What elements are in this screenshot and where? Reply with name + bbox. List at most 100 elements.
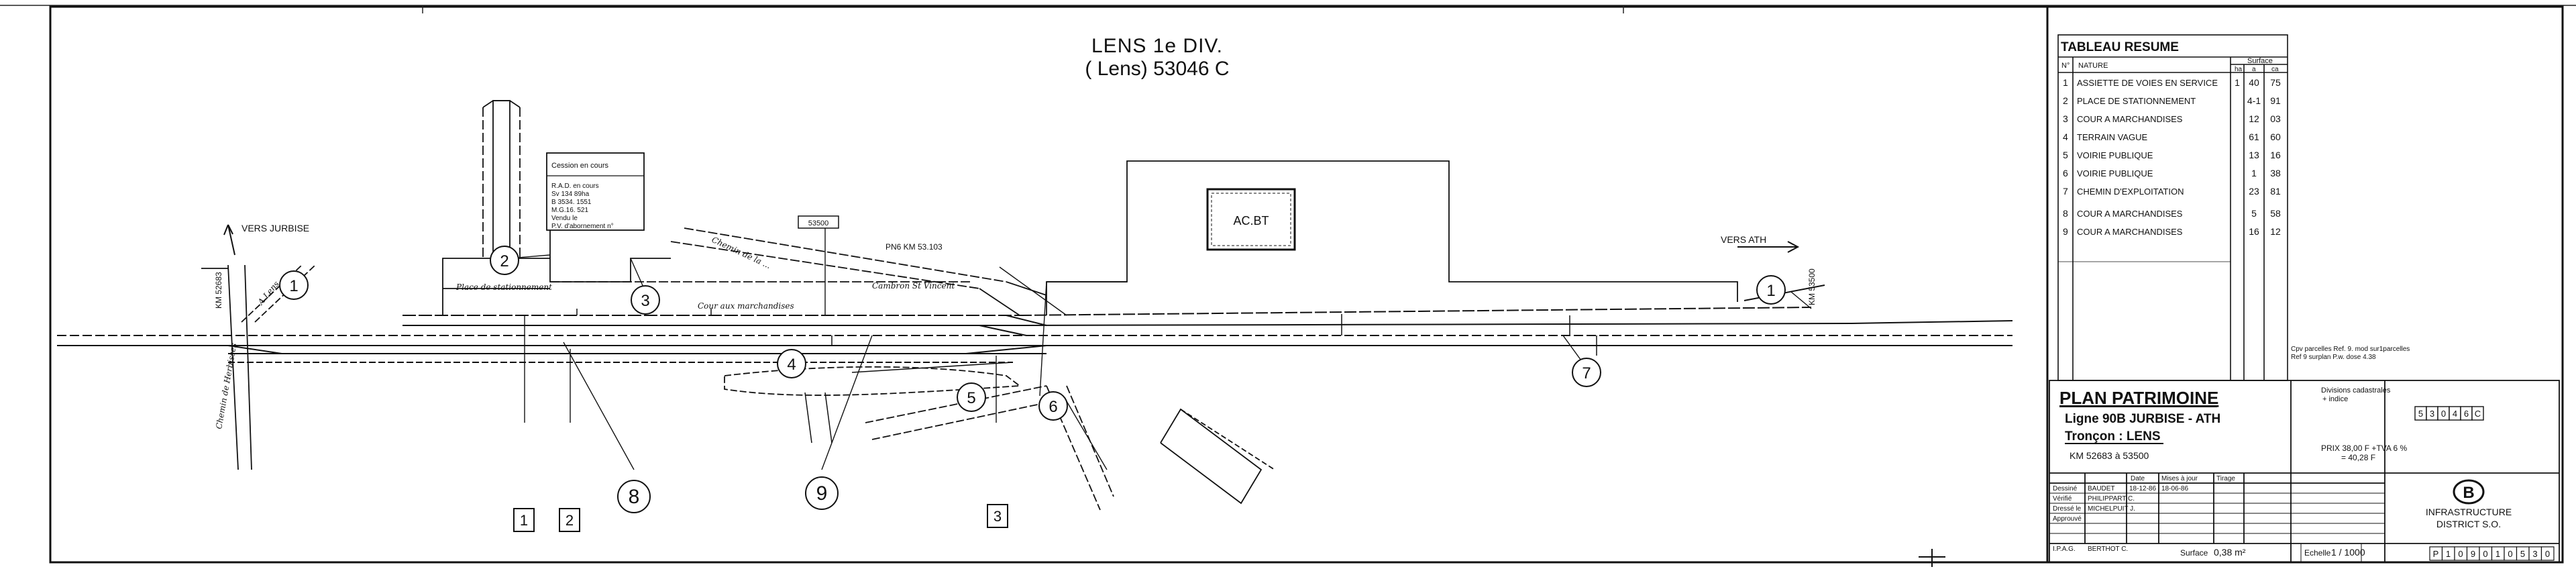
cartouche-prix: PRIX 38,00 F +TVA 6 % [2321, 444, 2408, 453]
direction-left: VERS JURBISE [241, 223, 309, 233]
code-box-char: 4 [2453, 409, 2457, 419]
cartouche-role: I.P.A.G. [2053, 546, 2076, 553]
cartouche-div-label: Divisions cadastrales [2321, 386, 2391, 395]
summary-cell-a: 61 [2249, 132, 2259, 142]
cartouche-km: KM 52683 à 53500 [2070, 450, 2149, 461]
infrabel-logo: B [2453, 479, 2485, 505]
marker-box-1: 1 [520, 512, 528, 529]
marker-circle-5: 5 [967, 389, 975, 407]
summary-note-2: Ref 9 surplan P.w. dose 4.38 [2291, 354, 2376, 361]
summary-col-a: a [2252, 66, 2256, 73]
summary-title: TABLEAU RESUME [2061, 40, 2179, 54]
summary-cell-ha: 1 [2235, 77, 2240, 88]
summary-col-ha: ha [2235, 66, 2243, 73]
cartouche-frame [2049, 380, 2560, 563]
cartouche-ligne: Ligne 90B JURBISE - ATH [2065, 412, 2220, 426]
summary-cell-a: 4-1 [2247, 95, 2261, 106]
voirie-roads [865, 385, 1114, 511]
summary-cell-ca: 91 [2270, 95, 2281, 106]
summary-cell-no: 4 [2063, 132, 2068, 142]
cartouche-role: Vérifié [2053, 495, 2072, 503]
summary-cell-no: 7 [2063, 186, 2068, 197]
summary-col-surface: Surface [2247, 57, 2273, 65]
acbt-building [1206, 188, 1296, 251]
cartouche-name: BAUDET [2088, 485, 2115, 492]
summary-cell-nature: TERRAIN VAGUE [2077, 132, 2148, 142]
plan-area [57, 100, 2013, 511]
box-53500: 53500 [808, 219, 829, 227]
pn-label: PN6 KM 53.103 [885, 242, 943, 252]
sheet-border [49, 5, 2564, 564]
summary-cell-no: 9 [2063, 226, 2068, 237]
summary-cell-nature: CHEMIN D'EXPLOITATION [2077, 187, 2184, 197]
summary-col-no: N° [2061, 62, 2070, 70]
summary-cell-ca: 03 [2270, 113, 2281, 124]
summary-cell-no: 5 [2063, 150, 2068, 160]
info-line: R.A.D. en cours [551, 183, 599, 190]
summary-cell-nature: COUR A MARCHANDISES [2077, 114, 2183, 124]
km-left: KM 52683 [214, 272, 223, 309]
echelle-label: Echelle [2304, 548, 2331, 558]
cartouche-role: Dessiné [2053, 485, 2078, 492]
cartouche-plan-title: PLAN PATRIMOINE [2059, 388, 2218, 408]
cartouche-div-sub: + indice [2322, 395, 2348, 403]
boxed-markers: 1 2 3 [513, 504, 1008, 532]
summary-cell-ca: 58 [2270, 208, 2281, 219]
marker-circle-3: 3 [641, 292, 649, 310]
cartouche-role: Dressé le [2053, 505, 2082, 513]
cartouche-name: MICHELPUIT J. [2088, 505, 2135, 513]
summary-cell-ca: 12 [2270, 226, 2281, 237]
marker-circle-1-right: 1 [1766, 282, 1775, 300]
bottom-building [1160, 408, 1275, 505]
title-line2: ( Lens) 53046 C [1085, 58, 1229, 80]
summary-cell-nature: VOIRIE PUBLIQUE [2077, 150, 2153, 160]
label-chemin-top: Chemin de la ... [710, 235, 773, 270]
summary-cell-ca: 81 [2270, 186, 2281, 197]
marker-circle-8: 8 [629, 486, 640, 508]
ref-box-char: 0 [2545, 549, 2550, 559]
marker-circle-7: 7 [1582, 364, 1591, 382]
direction-arrows [223, 224, 1800, 256]
summary-cell-a: 12 [2249, 113, 2259, 124]
left-roads [201, 264, 316, 470]
marker-circle-1: 1 [289, 277, 298, 295]
pointer-lines [509, 228, 1812, 470]
summary-cell-a: 5 [2251, 208, 2257, 219]
marker-circle-2: 2 [500, 252, 508, 270]
org-line2: DISTRICT S.O. [2436, 519, 2501, 529]
summary-note-1: Cpv parcelles Ref. 9. mod sur1parcelles [2291, 346, 2410, 353]
direction-right: VERS ATH [1721, 234, 1766, 245]
label-cour-marchandises: Cour aux marchandises [698, 301, 794, 311]
summary-col-ca: ca [2271, 66, 2279, 73]
cartouche-name: PHILIPPART C. [2088, 495, 2135, 503]
track-ticks [576, 309, 1597, 356]
summary-cell-nature: ASSIETTE DE VOIES EN SERVICE [2077, 78, 2218, 88]
logo-letter: B [2463, 484, 2474, 502]
summary-cell-a: 23 [2249, 186, 2259, 197]
road-chemin-label: Chemin de Herbisses [214, 342, 238, 429]
label-place-stationnement: Place de stationnement [455, 282, 552, 292]
summary-cell-ca: 60 [2270, 132, 2281, 142]
ref-box-char: 0 [2508, 549, 2512, 559]
summary-cell-no: 6 [2063, 168, 2068, 178]
surface-label: Surface [2180, 548, 2208, 558]
ref-box-char: 1 [2446, 549, 2451, 559]
summary-cell-nature: COUR A MARCHANDISES [2077, 227, 2183, 237]
info-line: B 3534. 1551 [551, 199, 592, 206]
ref-box-char: 0 [2483, 549, 2487, 559]
info-box: Cession en cours R.A.D. en cours Sv 134 … [546, 152, 645, 231]
ref-box-char: 0 [2458, 549, 2463, 559]
cartouche-name: BERTHOT C. [2088, 546, 2128, 553]
cartouche-date: 18-12-86 [2129, 485, 2156, 492]
summary-col-nature: NATURE [2078, 62, 2108, 70]
ref-box-char: 9 [2471, 549, 2475, 559]
acbt-area [1046, 160, 1738, 315]
summary-cell-nature: PLACE DE STATIONNEMENT [2077, 96, 2196, 106]
main-tracks [57, 284, 2013, 363]
summary-cell-ca: 75 [2270, 77, 2281, 88]
